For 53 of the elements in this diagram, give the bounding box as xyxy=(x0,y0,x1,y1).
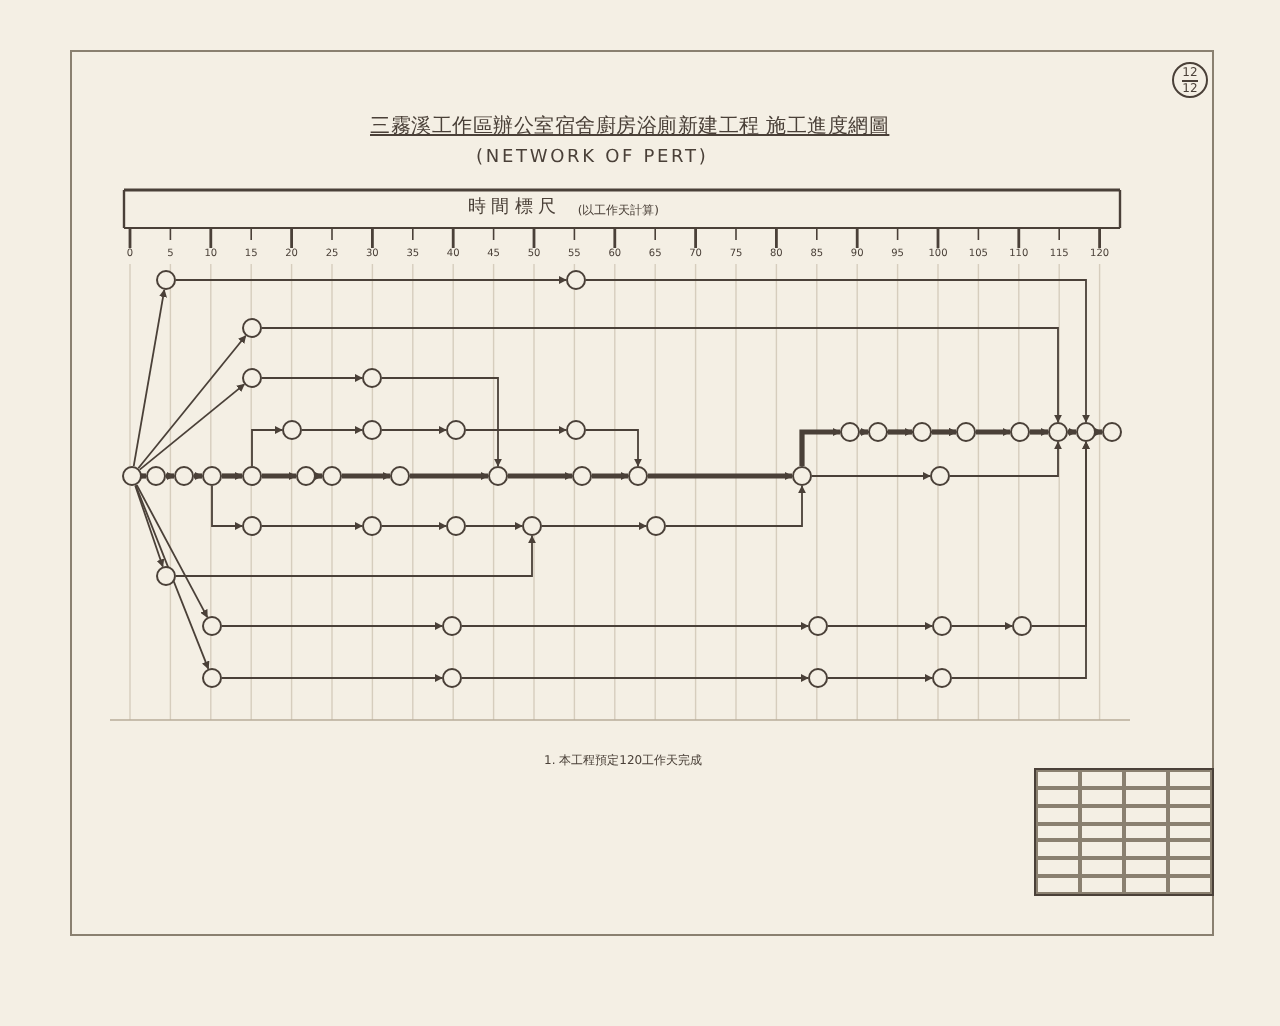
activity-arrow xyxy=(585,279,1090,423)
activity-arrow xyxy=(465,522,523,530)
activity-arrow xyxy=(222,472,243,480)
activity-arrow xyxy=(799,428,841,466)
activity-arrow xyxy=(261,374,363,382)
activity-arrow xyxy=(508,472,573,480)
diagram-title: 三霧溪工作區辦公室宿舍廚房浴廁新建工程 施工進度網圖 xyxy=(370,118,890,138)
activity-arrow xyxy=(132,288,167,468)
activity-arrow xyxy=(135,483,209,619)
activity-arrow xyxy=(888,428,913,436)
activity-arrow xyxy=(134,484,210,670)
activity-arrow xyxy=(665,485,806,527)
activity-arrow xyxy=(951,441,1090,679)
activity-arrow xyxy=(301,426,363,434)
activity-arrow xyxy=(194,472,203,480)
activity-arrow xyxy=(461,622,809,630)
activity-arrow xyxy=(541,522,647,530)
activity-arrow xyxy=(221,622,443,630)
activity-arrow xyxy=(138,383,246,471)
activity-arrow xyxy=(811,472,931,480)
activity-arrow xyxy=(410,472,489,480)
activity-arrow xyxy=(251,426,283,467)
activity-arrow xyxy=(381,426,447,434)
activity-arrow xyxy=(211,485,243,530)
activity-arrow xyxy=(261,327,1062,423)
activity-arrow xyxy=(1030,428,1049,436)
activity-arrow xyxy=(261,522,363,530)
activity-arrow xyxy=(949,441,1062,477)
activity-arrow xyxy=(648,472,793,480)
activity-arrow xyxy=(827,674,933,682)
subtitle: (NETWORK OF PERT) xyxy=(476,150,709,168)
activity-arrow xyxy=(461,674,809,682)
activity-arrow xyxy=(827,622,933,630)
activity-arrow xyxy=(166,472,175,480)
activity-arrow xyxy=(1094,428,1103,436)
activity-arrow xyxy=(175,276,567,284)
activity-arrow xyxy=(465,426,567,434)
activity-arrow xyxy=(134,484,165,568)
activity-arrow xyxy=(262,472,297,480)
activity-arrow xyxy=(951,622,1013,630)
activity-arrow xyxy=(342,472,391,480)
scale-title: 時間標尺 xyxy=(468,200,562,218)
activity-arrow xyxy=(221,674,443,682)
activity-arrow xyxy=(976,428,1011,436)
activity-arrow xyxy=(137,334,247,470)
activity-arrow xyxy=(175,535,536,577)
activity-arrow xyxy=(932,428,957,436)
activity-arrow xyxy=(585,429,642,467)
activity-arrow xyxy=(1068,428,1077,436)
activity-arrow xyxy=(381,522,447,530)
activity-arrow xyxy=(381,377,502,467)
activity-arrow xyxy=(314,472,323,480)
activity-arrow xyxy=(592,472,629,480)
